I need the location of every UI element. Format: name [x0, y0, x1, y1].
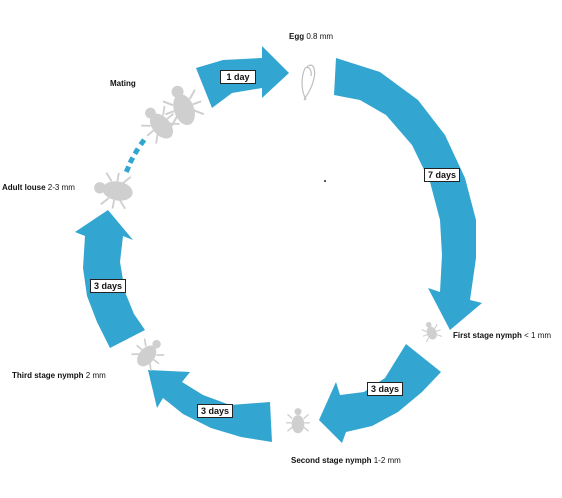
duration-first-to-second: 3 days: [367, 382, 403, 396]
stage-size: 2-3 mm: [47, 183, 75, 192]
louse-body: [426, 326, 437, 340]
stage-label-egg: Egg 0.8 mm: [289, 32, 333, 42]
egg-icon: [301, 64, 316, 101]
louse-icon-mating-male: [141, 105, 180, 144]
stage-size: 0.8 mm: [306, 32, 334, 41]
louse-head: [94, 182, 106, 194]
louse-body: [149, 113, 174, 139]
louse-body: [291, 415, 305, 434]
stage-name: Second stage nymph: [291, 456, 372, 465]
dot: [132, 147, 141, 156]
stage-size: < 1 mm: [524, 331, 552, 340]
duration-third-to-adult: 3 days: [90, 279, 126, 293]
louse-legs: [286, 413, 310, 432]
louse-head: [152, 339, 161, 349]
stage-name: First stage nymph: [453, 331, 522, 340]
louse-body: [102, 181, 133, 201]
duration-egg-to-first: 7 days: [424, 168, 460, 182]
stage-size: 1-2 mm: [373, 456, 401, 465]
louse-head: [294, 408, 302, 416]
louse-head: [171, 85, 184, 98]
louse-legs: [421, 323, 442, 343]
louse-icon-first-nymph: [421, 322, 442, 343]
dot: [127, 156, 136, 165]
louse-body: [173, 94, 195, 126]
louse-icon-second-nymph: [286, 408, 310, 434]
center-dot: [324, 180, 326, 182]
louse-legs: [131, 338, 165, 371]
stage-size: 2 mm: [85, 371, 106, 380]
dot: [123, 165, 131, 173]
stage-name: Egg: [289, 32, 305, 41]
louse-legs: [162, 89, 205, 127]
duration-second-to-third: 3 days: [197, 404, 233, 418]
arrow-shape: [334, 58, 482, 330]
stage-label-second-nymph: Second stage nymph 1-2 mm: [291, 456, 401, 466]
stage-name: Mating: [110, 79, 136, 88]
arrow-egg-to-first-nymph: [334, 58, 482, 330]
louse-legs: [100, 172, 132, 210]
louse-icon-mating-female: [162, 85, 205, 127]
stage-label-third-nymph: Third stage nymph 2 mm: [12, 371, 106, 381]
duration-mating-to-egg: 1 day: [220, 70, 256, 84]
stage-label-adult: Adult louse 2-3 mm: [2, 183, 75, 193]
stage-name: Adult louse: [2, 183, 46, 192]
stage-label-mating: Mating: [110, 79, 136, 89]
louse-legs: [141, 105, 180, 144]
louse-head: [145, 107, 156, 119]
mating-dots: [123, 138, 147, 173]
dot: [138, 138, 147, 147]
stage-label-first-nymph: First stage nymph < 1 mm: [453, 331, 551, 341]
louse-icon-adult: [94, 172, 133, 210]
louse-icon-third-nymph: [131, 338, 165, 371]
louse-head: [425, 322, 432, 328]
louse-body: [137, 345, 157, 367]
stage-name: Third stage nymph: [12, 371, 84, 380]
